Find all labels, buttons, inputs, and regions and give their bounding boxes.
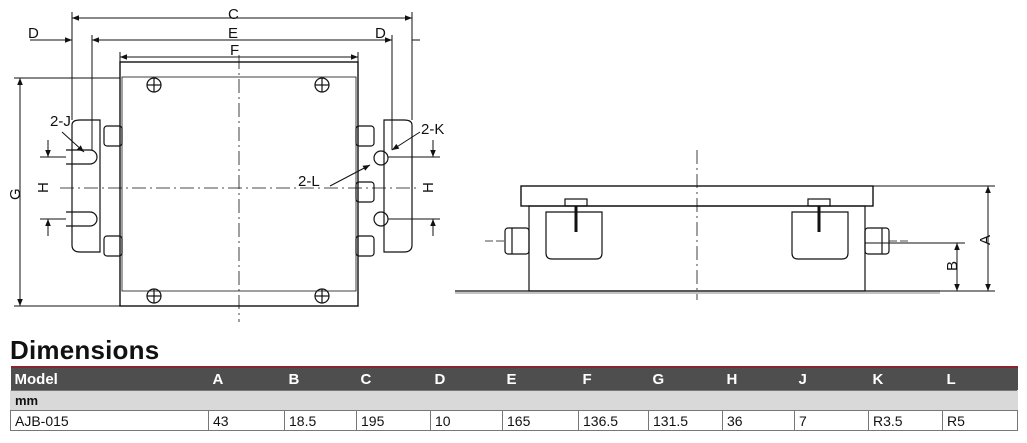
column-header: G (648, 366, 723, 391)
dim-label-f: F (230, 42, 239, 59)
column-header: Model (10, 366, 209, 391)
column-header: B (284, 366, 357, 391)
dim-label-h-right: H (420, 182, 437, 193)
column-header: E (502, 366, 579, 391)
table-cell: 10 (430, 410, 503, 431)
table-cell: R3.5 (868, 410, 943, 431)
table-cell: 7 (794, 410, 869, 431)
dim-label-h-left: H (35, 182, 52, 193)
table-cell: 43 (208, 410, 285, 431)
table-row: AJB-015 43 18.5 195 10 165 136.5 131.5 3… (10, 410, 1018, 431)
dim-label-e: E (228, 25, 238, 42)
dim-label-c: C (228, 6, 239, 23)
table-cell: AJB-015 (10, 410, 209, 431)
label-2l: 2-L (298, 173, 320, 190)
column-header: K (868, 366, 943, 391)
table-header-row: Model A B C D E F G H J K L (10, 366, 1018, 391)
table-cell: 36 (722, 410, 795, 431)
top-view (60, 55, 420, 322)
column-header: J (794, 366, 869, 391)
side-view-dimensions (865, 185, 995, 292)
label-2j: 2-J (50, 113, 71, 130)
column-header: H (722, 366, 795, 391)
dim-label-a: A (977, 235, 994, 245)
table-cell: R5 (942, 410, 1018, 431)
technical-drawing: C D D E F G H H 2-J 2-K 2-L (7, 6, 995, 322)
dimensions-table: Model A B C D E F G H J K L mm AJB-015 4… (10, 366, 1018, 431)
label-2k: 2-K (421, 121, 444, 138)
dim-label-b: B (944, 261, 961, 271)
column-header: F (578, 366, 649, 391)
side-view (455, 150, 940, 300)
column-header: C (356, 366, 431, 391)
dim-label-g: G (7, 188, 24, 200)
column-header: L (942, 366, 1018, 391)
top-view-labels: C D D E F G H H 2-J 2-K 2-L (7, 6, 444, 200)
dim-label-d-left: D (28, 25, 39, 42)
column-header: A (208, 366, 285, 391)
side-view-labels: A B (944, 235, 994, 271)
section-heading: Dimensions (10, 335, 160, 365)
screw-icon (146, 77, 330, 304)
table-cell: 18.5 (284, 410, 357, 431)
table-cell: 165 (502, 410, 579, 431)
mounting-flange (71, 119, 101, 253)
column-header: D (430, 366, 503, 391)
top-view-dimensions (14, 12, 440, 307)
unit-row: mm (10, 390, 1018, 411)
table-cell: 131.5 (648, 410, 723, 431)
table-cell: 195 (356, 410, 431, 431)
unit-label: mm (10, 390, 1018, 411)
table-cell: 136.5 (578, 410, 649, 431)
dim-label-d-right: D (375, 25, 386, 42)
